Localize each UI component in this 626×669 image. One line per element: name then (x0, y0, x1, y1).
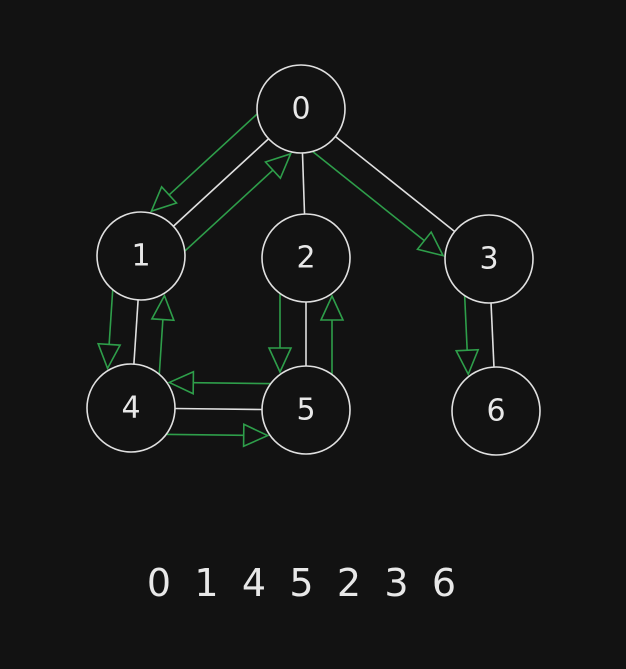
traversal-arrow-3-6 (454, 290, 480, 377)
traversal-arrow-2-5 (267, 288, 293, 374)
traversal-arrow-0-1 (149, 109, 262, 213)
order-item: 6 (432, 561, 456, 605)
edge-4-5 (174, 407, 263, 411)
node-4: 4 (86, 363, 176, 453)
traversal-arrow-4-5 (160, 423, 270, 448)
nodes-layer: 0 1 2 3 4 5 6 (86, 64, 541, 456)
node-label: 6 (486, 394, 505, 429)
node-label: 3 (479, 242, 498, 277)
order-item: 0 (147, 561, 171, 605)
edge-0-3 (334, 135, 456, 233)
order-item: 1 (194, 561, 218, 605)
node-label: 0 (291, 92, 310, 127)
traversal-arrow-1-0 (180, 152, 293, 256)
node-1: 1 (96, 211, 186, 301)
order-item: 4 (242, 561, 266, 605)
traversal-arrow-0-3 (307, 147, 445, 257)
traversal-arrow-1-4 (96, 284, 122, 371)
node-0: 0 (256, 64, 346, 154)
node-6: 6 (451, 366, 541, 456)
order-item: 3 (384, 561, 408, 605)
traversal-arrow-5-4 (167, 370, 277, 395)
node-label: 5 (296, 393, 315, 428)
node-label: 2 (296, 241, 315, 276)
node-2: 2 (261, 213, 351, 303)
node-5: 5 (261, 365, 351, 455)
edge-1-4 (133, 299, 139, 365)
node-3: 3 (444, 214, 534, 304)
edge-0-2 (301, 152, 306, 215)
traversal-arrow-5-2 (319, 294, 345, 380)
edges-layer (133, 135, 495, 411)
edge-0-1 (172, 138, 270, 227)
node-label: 1 (131, 239, 150, 274)
traversal-arrow-4-1 (150, 293, 176, 380)
node-label: 4 (121, 391, 140, 426)
edge-3-6 (490, 302, 495, 368)
traversal-arrows-layer (96, 109, 480, 448)
order-item: 2 (337, 561, 361, 605)
order-item: 5 (289, 561, 313, 605)
